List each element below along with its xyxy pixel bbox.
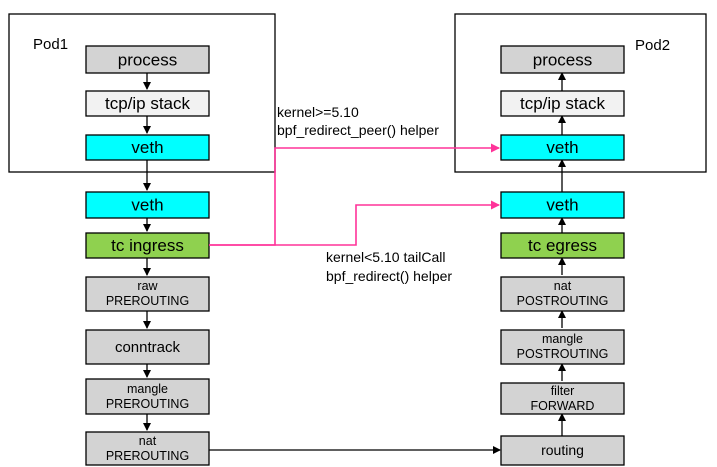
right-veth-host-label: veth (546, 196, 578, 215)
right-process-label: process (533, 51, 593, 70)
left-veth-pod-box: veth (85, 134, 210, 161)
left-nat-prerouting-box: nat PREROUTING (85, 431, 210, 466)
left-tcpip-box: tcp/ip stack (85, 90, 210, 117)
right-tc-egress-label: tc egress (528, 236, 597, 255)
left-process-label: process (118, 51, 178, 70)
left-mangle-prerouting-label: PREROUTING (106, 397, 189, 411)
right-routing-box: routing (500, 435, 625, 466)
right-filter-label: filter (551, 384, 575, 398)
left-mangle-label: mangle (127, 382, 168, 396)
left-nat-prerouting-label: PREROUTING (106, 449, 189, 463)
right-filter-forward-box: filter FORWARD (500, 382, 625, 415)
right-nat-postrouting-box: nat POSTROUTING (500, 276, 625, 312)
right-nat-postrouting-label: POSTROUTING (517, 294, 609, 308)
left-conntrack-label: conntrack (115, 339, 181, 356)
redirect-tailcall-arrow (209, 200, 500, 246)
left-nat-label: nat (139, 434, 157, 448)
left-mangle-prerouting-box: mangle PREROUTING (85, 378, 210, 415)
left-veth-host-box: veth (85, 191, 210, 219)
pod2-frame (454, 13, 707, 173)
pod1-label: Pod1 (33, 36, 68, 53)
right-routing-label: routing (541, 442, 584, 458)
right-tcpip-box: tcp/ip stack (500, 90, 625, 117)
right-process-box: process (500, 45, 625, 74)
left-raw-label: raw (137, 279, 158, 293)
right-tc-egress-box: tc egress (500, 232, 625, 259)
peer-note-line2: bpf_redirect_peer() helper (277, 122, 439, 138)
left-process-box: process (85, 45, 210, 74)
left-veth-pod-label: veth (131, 138, 163, 157)
peer-note-line1: kernel>=5.10 (277, 104, 359, 120)
left-raw-prerouting-label: PREROUTING (106, 294, 189, 308)
left-conntrack-box: conntrack (85, 329, 210, 365)
left-tc-ingress-label: tc ingress (111, 236, 184, 255)
right-veth-host-box: veth (500, 191, 625, 219)
pod1-frame (8, 13, 276, 173)
tailcall-note-line2: bpf_redirect() helper (326, 268, 452, 284)
pod2-label: Pod2 (635, 37, 670, 54)
right-filter-forward-label: FORWARD (531, 399, 595, 413)
left-tc-ingress-box: tc ingress (85, 232, 210, 259)
right-mangle-postrouting-label: POSTROUTING (517, 347, 609, 361)
right-veth-pod-box: veth (500, 134, 625, 161)
right-veth-pod-label: veth (546, 138, 578, 157)
left-tcpip-label: tcp/ip stack (105, 94, 191, 113)
left-veth-host-label: veth (131, 196, 163, 215)
left-raw-prerouting-box: raw PREROUTING (85, 276, 210, 312)
right-mangle-label: mangle (542, 332, 583, 346)
right-mangle-postrouting-box: mangle POSTROUTING (500, 329, 625, 365)
right-nat-label: nat (554, 279, 572, 293)
right-tcpip-label: tcp/ip stack (520, 94, 606, 113)
tailcall-note-line1: kernel<5.10 tailCall (326, 249, 445, 265)
